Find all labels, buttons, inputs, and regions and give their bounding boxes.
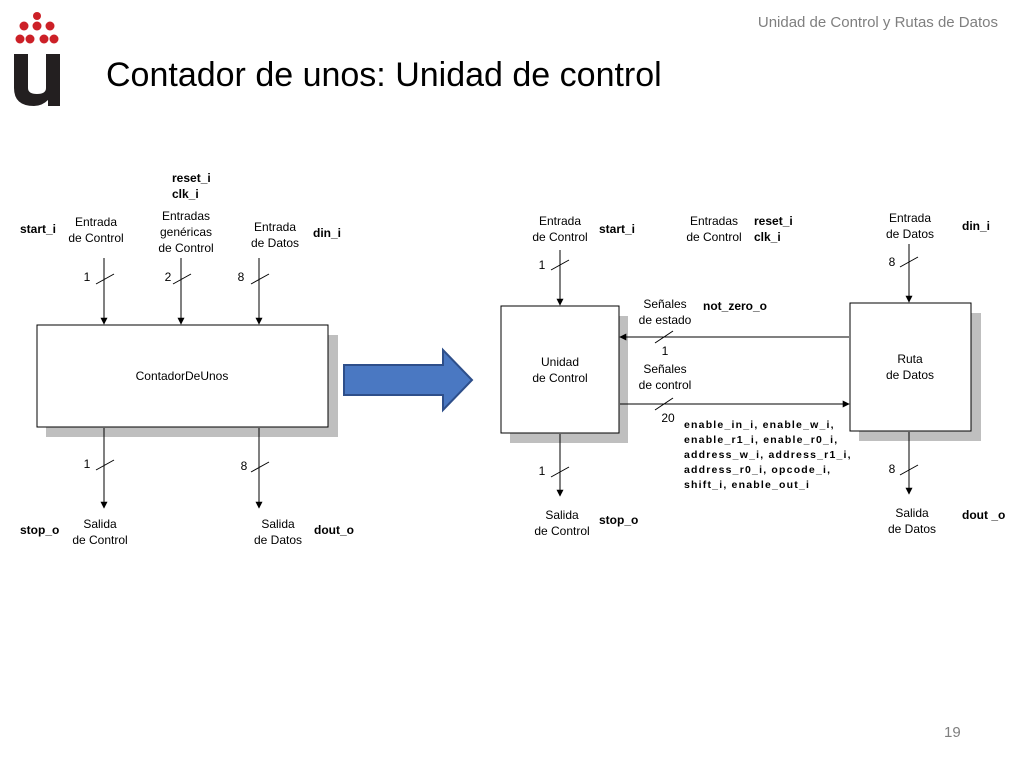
datapath-box	[849, 302, 972, 432]
uc-clk-label: clk_i	[754, 230, 781, 244]
dp-in-line1: Entrada	[889, 211, 931, 225]
bus-slash	[654, 330, 674, 344]
bus-slash	[550, 466, 570, 478]
out-control-line2: de Control	[72, 533, 127, 547]
out-control-line1: Salida	[83, 517, 117, 531]
width-dout: 8	[241, 459, 248, 473]
din-label: din_i	[313, 226, 341, 240]
width-din: 8	[238, 270, 245, 284]
width-start: 1	[84, 270, 91, 284]
reset-label: reset_i	[172, 171, 211, 185]
uc-stop-label: stop_o	[599, 513, 638, 527]
control-signal-list-5: shift_i, enable_out_i	[684, 479, 810, 491]
bus-slash	[250, 273, 270, 285]
control-signal-list-3: address_w_i, address_r1_i,	[684, 449, 852, 461]
bus-slash	[654, 397, 674, 411]
status-line1: Señales	[643, 297, 686, 311]
clk-label: clk_i	[172, 187, 199, 201]
control-line1: Señales	[643, 362, 686, 376]
generic-in-line2: de Control	[686, 230, 741, 244]
not-zero-label: not_zero_o	[703, 299, 767, 313]
dp-label-line2: de Datos	[886, 368, 934, 382]
slide-title: Contador de unos: Unidad de control	[106, 56, 662, 94]
in-data-line1: Entrada	[254, 220, 296, 234]
in-generic-line3: de Control	[158, 241, 213, 255]
uc-label-line2: de Control	[532, 371, 587, 385]
control-line2: de control	[639, 378, 692, 392]
dp-dout-label: dout _o	[962, 508, 1005, 522]
bus-slash	[95, 273, 115, 285]
in-data-line2: de Datos	[251, 236, 299, 250]
width-stop: 1	[84, 457, 91, 471]
out-data-line2: de Datos	[254, 533, 302, 547]
out-data-line1: Salida	[261, 517, 295, 531]
in-control-line2: de Control	[68, 231, 123, 245]
section-title: Unidad de Control y Rutas de Datos	[757, 14, 998, 31]
control-unit-box	[500, 305, 620, 434]
uc-label-line1: Unidad	[541, 355, 579, 369]
bus-slash	[95, 459, 115, 471]
dp-in-line2: de Datos	[886, 227, 934, 241]
transition-arrow	[343, 347, 474, 413]
contador-box	[36, 324, 329, 428]
bus-slash	[899, 464, 919, 476]
width-uc-start: 1	[539, 258, 546, 272]
in-generic-line1: Entradas	[162, 209, 210, 223]
dp-out-line1: Salida	[895, 506, 929, 520]
generic-in-line1: Entradas	[690, 214, 738, 228]
width-dp-din: 8	[889, 255, 896, 269]
dp-out-line2: de Datos	[888, 522, 936, 536]
university-logo	[14, 12, 60, 106]
start-label: start_i	[20, 222, 56, 236]
width-status: 1	[662, 344, 669, 358]
uc-in-line2: de Control	[532, 230, 587, 244]
in-control-line1: Entrada	[75, 215, 117, 229]
bus-slash	[172, 273, 192, 285]
uc-reset-label: reset_i	[754, 214, 793, 228]
uc-in-line1: Entrada	[539, 214, 581, 228]
page-number: 19	[944, 724, 961, 741]
control-signal-list-1: enable_in_i, enable_w_i,	[684, 419, 835, 431]
uc-out-line1: Salida	[545, 508, 579, 522]
width-generic: 2	[165, 270, 172, 284]
in-generic-line2: genéricas	[160, 225, 212, 239]
width-control: 20	[661, 411, 675, 425]
bus-slash	[550, 259, 570, 271]
status-line2: de estado	[639, 313, 692, 327]
stop-label: stop_o	[20, 523, 59, 537]
control-signal-list-4: address_r0_i, opcode_i,	[684, 464, 831, 476]
bus-slash	[250, 461, 270, 473]
dp-din-label: din_i	[962, 219, 990, 233]
control-signal-list-2: enable_r1_i, enable_r0_i,	[684, 434, 838, 446]
dp-label-line1: Ruta	[897, 352, 923, 366]
contador-label: ContadorDeUnos	[136, 369, 229, 383]
uc-out-line2: de Control	[534, 524, 589, 538]
width-dp-dout: 8	[889, 462, 896, 476]
dout-label: dout_o	[314, 523, 354, 537]
uc-start-label: start_i	[599, 222, 635, 236]
bus-slash	[899, 256, 919, 268]
width-uc-stop: 1	[539, 464, 546, 478]
